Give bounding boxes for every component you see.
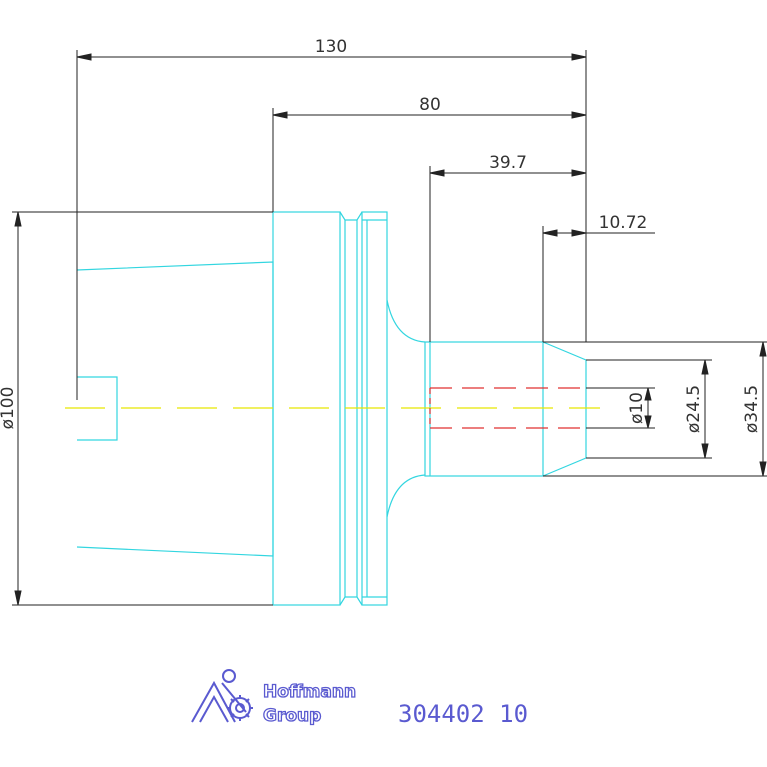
nose-chamfer (542, 341, 587, 477)
taper-cone (76, 261, 274, 557)
part-number: 304402 10 (398, 700, 528, 728)
dim-80: 80 (419, 95, 441, 115)
logo-head-icon (222, 669, 236, 683)
logo-line-1: Hoffmann (263, 682, 356, 702)
drive-slot (77, 376, 118, 441)
shank (424, 341, 544, 477)
hidden-bore (429, 387, 586, 429)
dim-dia-100: ø100 (0, 387, 18, 430)
dim-dia-10: ø10 (627, 392, 647, 424)
logo-triangle-icon (191, 680, 236, 723)
fillet-top (386, 299, 426, 343)
fillet-bottom (386, 474, 426, 518)
dim-dia-24-5: ø24.5 (684, 385, 704, 433)
dim-39-7: 39.7 (489, 153, 527, 173)
dim-10-72: 10.72 (599, 213, 648, 233)
hoffmann-group-logo (191, 669, 253, 723)
logo-line-2: Group (263, 706, 321, 726)
dim-130: 130 (315, 37, 347, 57)
v-groove-top (339, 211, 363, 221)
dim-dia-34-5: ø34.5 (742, 385, 762, 433)
dimension-lines (12, 50, 767, 606)
v-groove-bottom (339, 596, 363, 606)
